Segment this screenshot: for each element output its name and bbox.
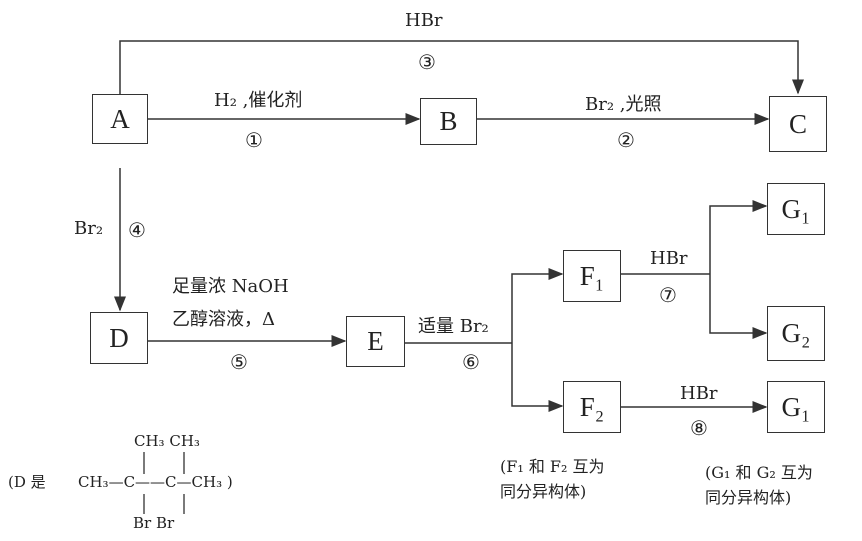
node-f1: F₁ <box>563 250 621 302</box>
node-g2: G₂ <box>767 306 825 361</box>
arrow-f1-to-g1 <box>709 200 768 274</box>
structure-d-prefix: (D 是 <box>8 473 46 491</box>
note-g-isomers: (G₁ 和 G₂ 互为 同分异构体) <box>705 461 813 511</box>
node-d: D <box>90 312 148 364</box>
note-g-line1: (G₁ 和 G₂ 互为 <box>705 463 813 482</box>
step-2: ② <box>617 128 635 152</box>
reagent-5-line2: 乙醇溶液，Δ <box>172 309 275 330</box>
step-1: ① <box>245 128 263 152</box>
node-b: B <box>420 98 477 145</box>
node-f2: F₂ <box>563 381 621 433</box>
step-8: ⑧ <box>690 416 708 440</box>
note-g-line2: 同分异构体) <box>705 487 792 507</box>
note-f-line1: (F₁ 和 F₂ 互为 <box>500 457 605 476</box>
arrow-e-to-f2 <box>511 343 564 412</box>
node-a: A <box>92 94 148 144</box>
reagent-5-line1: 足量浓 NaOH <box>172 276 289 297</box>
note-f-isomers: (F₁ 和 F₂ 互为 同分异构体) <box>500 455 605 505</box>
reagent-4: Br₂ <box>74 218 104 239</box>
step-4: ④ <box>128 218 146 242</box>
reagent-3: HBr <box>405 10 443 31</box>
note-f-line2: 同分异构体) <box>500 481 587 501</box>
node-c: C <box>769 96 827 152</box>
structure-d-chain: CH₃—C——C—CH₃ ) <box>78 473 233 491</box>
structure-d-bottom-groups: Br Br <box>133 514 175 532</box>
reagent-7: HBr <box>650 248 688 269</box>
arrow-a-to-c <box>119 40 804 96</box>
structure-d-top-groups: CH₃ CH₃ <box>134 432 200 450</box>
reagent-1: H₂ ,催化剂 <box>214 90 303 111</box>
arrow-f1-to-g2 <box>709 274 768 339</box>
reagent-2: Br₂ ,光照 <box>585 94 662 115</box>
reagent-6: 适量 Br₂ <box>418 316 489 337</box>
step-7: ⑦ <box>659 283 677 307</box>
node-g1-bottom: G₁ <box>767 381 825 433</box>
node-g1-top: G₁ <box>767 183 825 235</box>
reagent-8: HBr <box>680 383 718 404</box>
node-e: E <box>346 316 405 367</box>
step-5: ⑤ <box>230 350 248 374</box>
step-3: ③ <box>418 50 436 74</box>
arrow-e-to-f1 <box>511 268 564 343</box>
step-6: ⑥ <box>462 350 480 374</box>
